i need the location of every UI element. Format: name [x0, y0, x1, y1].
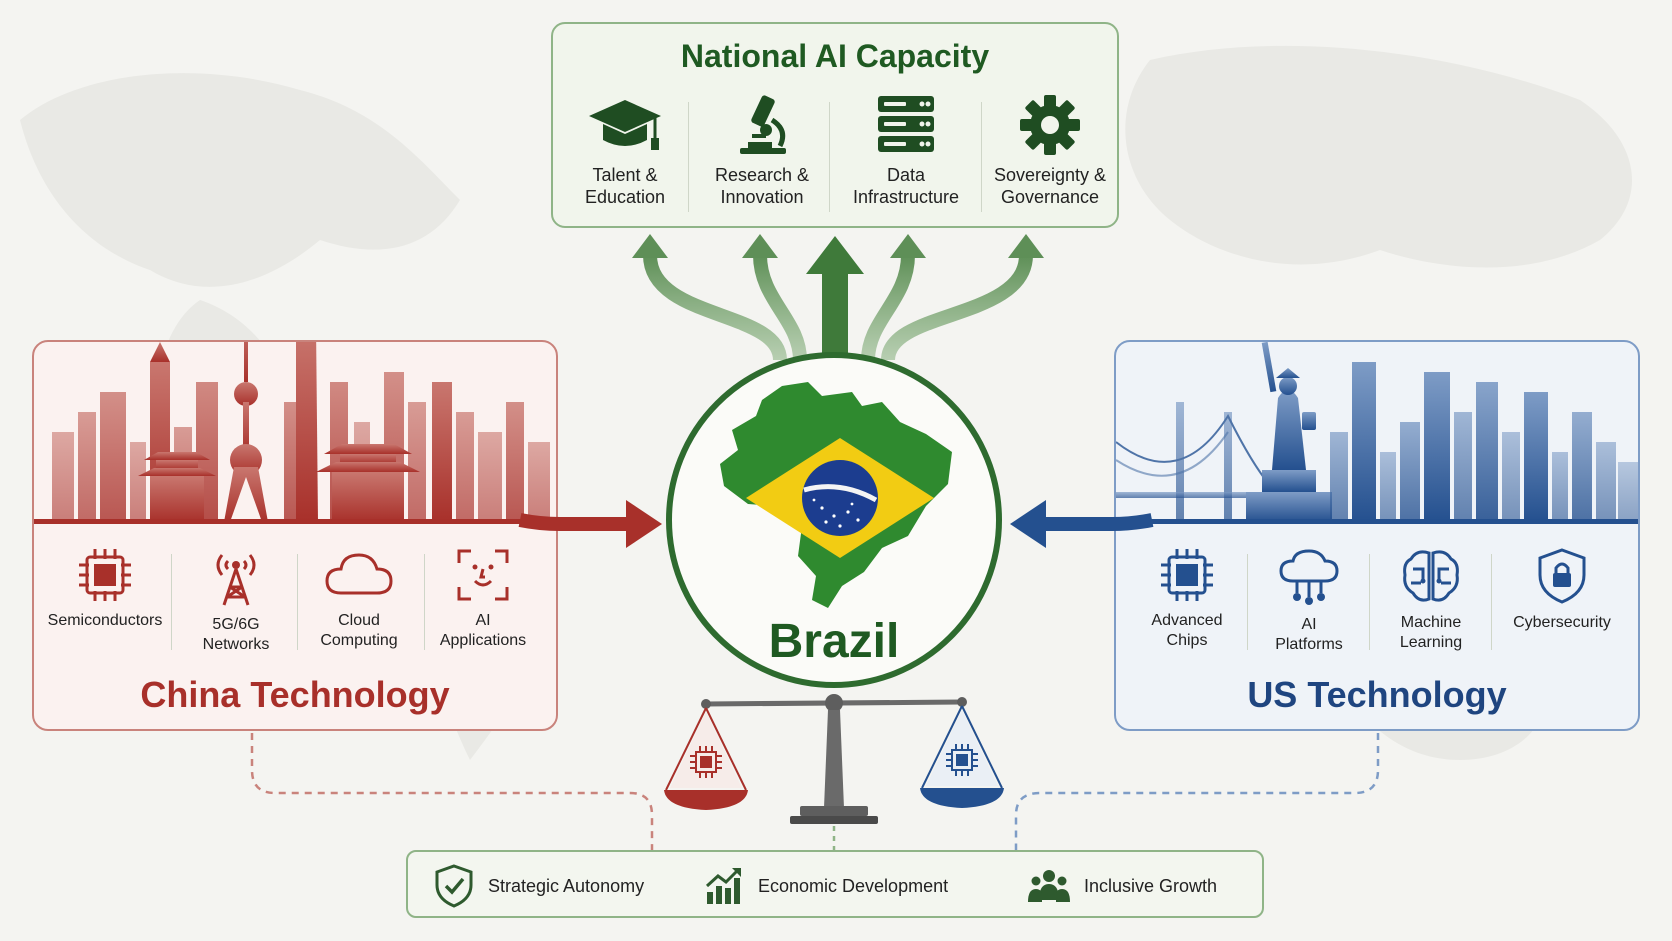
us-divider — [1369, 554, 1370, 650]
china-influence-arrow-shaft — [518, 513, 628, 531]
china-divider — [171, 554, 172, 650]
goal-strategic-autonomy: Strategic Autonomy — [434, 864, 644, 908]
tech-label-line1: Semiconductors — [47, 612, 163, 629]
microscope-icon — [740, 95, 786, 154]
china-panel-band — [34, 519, 556, 524]
tech-label-line2: Applications — [439, 632, 527, 649]
china-skyline-illustration — [52, 342, 550, 522]
capacity-label-line1: Data — [886, 165, 926, 185]
capacity-label-line2: Innovation — [720, 187, 804, 207]
capacity-label-line2: Education — [584, 187, 666, 207]
shield-check-icon — [435, 864, 473, 908]
graduation-cap-icon — [589, 100, 661, 150]
arrow-to-data — [861, 254, 915, 361]
tech-label-line2: Platforms — [1275, 636, 1343, 653]
shield-lock-icon — [1538, 548, 1586, 604]
cloud-network-icon — [1279, 549, 1339, 605]
tech-label-line2: Computing — [320, 632, 398, 649]
outcomes-box: Strategic Autonomy Economic Development — [406, 850, 1264, 918]
goal-label: Inclusive Growth — [1084, 875, 1218, 896]
capacity-label-line1: Talent & — [592, 165, 658, 185]
us-connector-line — [1014, 733, 1380, 850]
arrow-to-talent — [643, 254, 787, 362]
chip-icon — [1161, 549, 1213, 601]
china-item-networks: 5G/6G Networks — [177, 547, 295, 655]
capacity-label-line2: Governance — [1000, 187, 1100, 207]
us-divider — [1491, 554, 1492, 650]
tech-label-line2: Networks — [202, 636, 270, 653]
china-connector-line — [250, 733, 654, 850]
tech-label-line2: Learning — [1399, 634, 1463, 651]
chip-icon — [690, 746, 722, 778]
people-group-icon — [1028, 870, 1070, 902]
china-divider — [297, 554, 298, 650]
brazil-center-circle: Brazil — [666, 352, 1002, 688]
goal-economic-development: Economic Development — [704, 864, 948, 908]
us-technology-title: US Technology — [1247, 674, 1507, 715]
tech-label-line1: 5G/6G — [212, 616, 260, 633]
balance-scale-illustration — [664, 694, 1004, 824]
face-scan-icon — [457, 549, 509, 601]
goal-label: Strategic Autonomy — [488, 875, 645, 896]
capacity-label-line1: Research & — [714, 165, 810, 185]
capacity-divider — [829, 102, 830, 212]
main-arrow-shaft — [822, 270, 848, 360]
tech-label-line1: Cybersecurity — [1513, 614, 1611, 631]
tech-label-line1: Advanced — [1151, 612, 1223, 629]
tech-label-line1: AI — [1301, 616, 1317, 633]
us-item-cybersecurity: Cybersecurity — [1492, 547, 1632, 633]
national-ai-capacity-box: National AI Capacity Talent &Education R… — [551, 22, 1119, 228]
us-item-ai-platforms: AI Platforms — [1250, 547, 1368, 655]
us-divider — [1247, 554, 1248, 650]
china-divider — [424, 554, 425, 650]
chip-icon — [946, 744, 978, 776]
capacity-label-line1: Sovereignty & — [993, 165, 1107, 185]
goal-label: Economic Development — [758, 875, 949, 896]
goal-inclusive-growth: Inclusive Growth — [1028, 864, 1217, 908]
brain-circuit-icon — [1403, 550, 1459, 602]
china-technology-title: China Technology — [140, 674, 450, 715]
antenna-tower-icon — [216, 554, 256, 606]
capacity-divider — [981, 102, 982, 212]
server-rack-icon — [878, 96, 934, 152]
us-influence-arrow-head — [1010, 500, 1046, 548]
capacity-item-sovereignty: Sovereignty &Governance — [981, 94, 1119, 224]
brazil-title: Brazil — [768, 615, 900, 668]
tech-label-line1: Machine — [1400, 614, 1462, 631]
tech-label-line1: AI — [475, 612, 491, 629]
capacity-item-talent: Talent &Education — [555, 94, 695, 224]
tech-label-line2: Chips — [1166, 632, 1208, 649]
cloud-icon — [325, 553, 393, 595]
capacity-label-line2: Infrastructure — [852, 187, 960, 207]
arrow-to-research — [753, 254, 807, 361]
main-arrow-head — [806, 236, 864, 274]
chip-icon — [79, 549, 131, 601]
brazil-map-flag-icon — [720, 382, 952, 608]
china-item-ai-applications: AI Applications — [424, 547, 542, 651]
china-item-semiconductors: Semiconductors — [46, 547, 164, 631]
gear-icon — [1020, 95, 1080, 155]
us-influence-arrow-shaft — [1042, 513, 1154, 531]
capacity-item-research: Research &Innovation — [692, 94, 832, 224]
us-skyline-illustration — [1116, 342, 1638, 522]
tech-label-line1: Cloud — [338, 612, 380, 629]
china-influence-arrow-head — [626, 500, 662, 548]
capacity-divider — [688, 102, 689, 212]
national-ai-capacity-title: National AI Capacity — [680, 38, 990, 74]
growth-chart-icon — [705, 868, 741, 904]
arrow-to-sovereignty — [881, 254, 1033, 362]
us-panel-band — [1116, 519, 1638, 524]
